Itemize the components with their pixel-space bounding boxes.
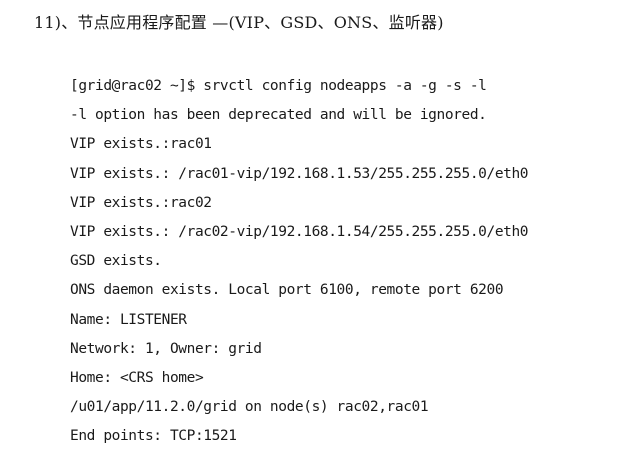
terminal-output-line: Name: LISTENER — [70, 311, 187, 328]
terminal-output-line: -l option has been deprecated and will b… — [70, 107, 487, 124]
terminal-command-line: [grid@rac02 ~]$ srvctl config nodeapps -… — [70, 78, 487, 94]
terminal-output-line: ONS daemon exists. Local port 6100, remo… — [70, 282, 504, 299]
terminal-output: [grid@rac02 ~]$ srvctl config nodeapps -… — [70, 72, 529, 451]
terminal-output-line: VIP exists.: /rac01-vip/192.168.1.53/255… — [70, 165, 529, 182]
terminal-output-line: VIP exists.: /rac02-vip/192.168.1.54/255… — [70, 223, 529, 240]
terminal-output-line: Network: 1, Owner: grid — [70, 340, 262, 357]
terminal-output-line: GSD exists. — [70, 253, 162, 270]
terminal-output-line: /u01/app/11.2.0/grid on node(s) rac02,ra… — [70, 399, 429, 416]
terminal-output-line: VIP exists.:rac02 — [70, 194, 212, 211]
section-heading: 11)、节点应用程序配置 —(VIP、GSD、ONS、监听器) — [34, 13, 444, 32]
terminal-output-line: End points: TCP:1521 — [70, 428, 237, 445]
terminal-output-line: Home: <CRS home> — [70, 369, 204, 386]
terminal-output-line: VIP exists.:rac01 — [70, 136, 212, 153]
